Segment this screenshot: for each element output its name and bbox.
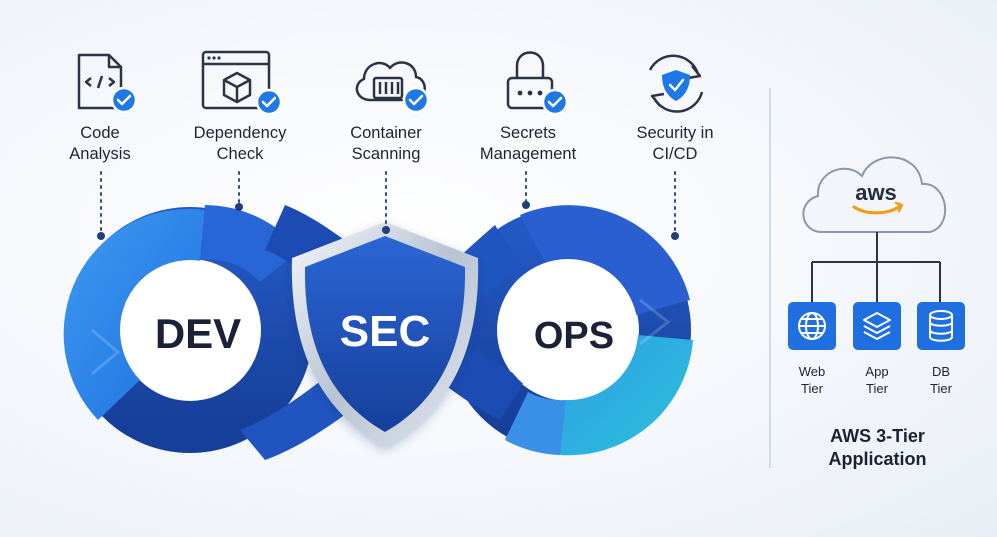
browser-package-icon <box>201 50 271 110</box>
sec-shield <box>291 222 479 447</box>
connector-lines <box>100 171 676 233</box>
secrets-management-label: Secrets Management <box>479 124 577 163</box>
code-analysis-label: Code Analysis <box>69 124 131 163</box>
globe-icon <box>798 312 826 340</box>
dev-ring-segment-top <box>200 205 300 282</box>
security-in-cicd-label: Security in CI/CD <box>636 124 714 163</box>
shield-refresh-icon <box>648 54 704 113</box>
shield-face <box>304 236 466 432</box>
web-tier-box <box>788 302 836 350</box>
web-tier-label: Web Tier <box>798 364 826 396</box>
app-tier-box <box>853 302 901 350</box>
aws-tree-connector <box>811 232 941 302</box>
aws-smile-icon <box>852 204 902 215</box>
db-tier-label: DB Tier <box>930 364 952 396</box>
dev-label: DEV <box>155 310 241 357</box>
check-badge-icon <box>110 86 138 114</box>
app-tier-label: App Tier <box>865 364 889 396</box>
ops-ring-segment-teal <box>560 335 693 456</box>
ops-ring-segment-top <box>520 205 690 315</box>
sec-label: SEC <box>340 307 430 356</box>
container-scanning-label: Container Scanning <box>350 124 422 163</box>
ops-ring-segment-bottom <box>505 392 566 455</box>
dependency-check-label: Dependency Check <box>193 124 287 163</box>
dev-ring-segment-light <box>63 208 206 420</box>
layers-icon <box>863 312 891 340</box>
aws-cloud-icon <box>802 156 947 233</box>
cloud-container-icon <box>355 61 426 102</box>
aws-3tier-title: AWS 3-Tier Application <box>828 426 927 469</box>
check-badge-icon <box>402 86 430 114</box>
aws-logo-text: aws <box>855 180 897 205</box>
check-badge-icon <box>541 88 569 116</box>
db-tier-box <box>917 302 965 350</box>
check-badge-icon <box>255 88 283 116</box>
database-icon <box>929 310 953 342</box>
ops-label: OPS <box>534 315 614 357</box>
